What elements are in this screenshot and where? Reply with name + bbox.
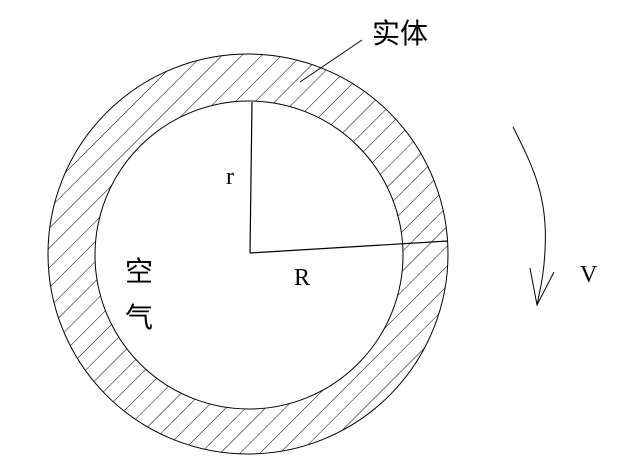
inner-radius-line	[249, 101, 253, 254]
rotation-arrow-arc	[512, 126, 546, 306]
air-label-2: 气	[125, 301, 154, 334]
rotation-arrowhead-icon	[529, 267, 555, 307]
outer-circle	[47, 53, 449, 455]
air-label-1: 空	[125, 255, 154, 288]
solid-leader-line	[299, 39, 363, 83]
inner-circle	[94, 100, 404, 410]
velocity-label: V	[580, 262, 598, 288]
outer-radius-label: R	[294, 265, 311, 291]
solid-label: 实体	[372, 17, 429, 50]
outer-radius-line	[249, 240, 449, 254]
inner-radius-label: r	[226, 164, 234, 190]
